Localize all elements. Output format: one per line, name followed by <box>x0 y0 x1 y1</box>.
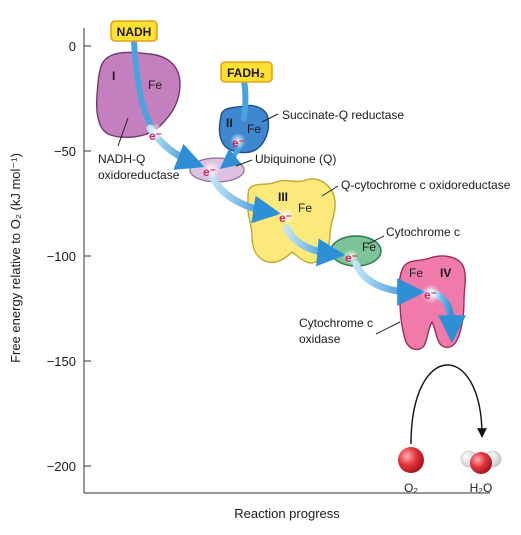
electron-label-6: e⁻ <box>424 288 437 302</box>
oxygen-sphere <box>398 447 424 473</box>
water-molecule: H₂O <box>460 450 502 495</box>
nadh-box: NADH <box>110 20 158 42</box>
electron-glow-5 <box>343 249 359 265</box>
electron-label-1: e⁻ <box>149 129 162 143</box>
water-label: H₂O <box>470 481 493 495</box>
water-oxygen-sphere <box>470 452 492 474</box>
axes: 0 −50 −100 −150 −200 Free energy relativ… <box>8 28 490 521</box>
callout-cytochrome-c <box>367 235 385 245</box>
electron-glow-2 <box>230 133 246 149</box>
complex-3-label: Q-cytochrome c oxidoreductase <box>341 178 511 192</box>
electron-glow-4 <box>277 207 295 225</box>
electron-label-3: e⁻ <box>203 165 216 179</box>
electron-glow-3 <box>202 161 220 179</box>
ubiquinone-label: Ubiquinone (Q) <box>255 152 336 166</box>
oxygen-label: O₂ <box>404 481 418 495</box>
complex-3-numeral: III <box>278 190 288 204</box>
electron-markers: e⁻ e⁻ e⁻ e⁻ e⁻ e⁻ <box>147 123 441 304</box>
y-tick-label-150: −150 <box>47 354 76 369</box>
callout-complex-2 <box>261 113 279 123</box>
complex-1-iron-label: Fe <box>148 78 162 92</box>
oxygen-molecule: O₂ <box>398 447 424 495</box>
complex-labels: NADH-Q oxidoreductase Succinate-Q reduct… <box>98 108 511 346</box>
flow-arrow-nadh <box>131 37 153 127</box>
y-axis-label: Free energy relative to O₂ (kJ mol⁻¹) <box>8 153 23 363</box>
y-tick-label-200: −200 <box>47 459 76 474</box>
nadh-label: NADH <box>117 25 152 39</box>
callout-ubiquinone <box>235 159 253 167</box>
callout-complex-3 <box>321 185 339 197</box>
nadh-box-rect <box>110 20 158 42</box>
callout-complex-4 <box>375 321 401 335</box>
callout-lines <box>117 113 401 335</box>
y-tick-label-50: −50 <box>54 144 76 159</box>
cytochrome-c-iron-label: Fe <box>362 240 376 254</box>
flow-arrow-fadh2 <box>241 77 249 121</box>
electron-label-4: e⁻ <box>279 211 292 225</box>
y-tick-label-0: 0 <box>69 39 76 54</box>
flow-arrow-q-to-complex3 <box>209 174 282 224</box>
cytochrome-c-label: Cytochrome c <box>386 225 460 239</box>
complex-1-label-line1: NADH-Q <box>98 152 145 166</box>
complex-3-iron-label: Fe <box>298 201 312 215</box>
fadh2-label: FADH₂ <box>227 66 265 80</box>
electron-label-5: e⁻ <box>345 251 358 265</box>
complex-4-label-line2: oxidase <box>299 332 341 346</box>
complex-2-numeral: II <box>226 116 233 130</box>
complex-2-label: Succinate-Q reductase <box>282 108 404 122</box>
complex-1-numeral: I <box>112 69 115 83</box>
complex-4-label-line1: Cytochrome c <box>299 316 373 330</box>
y-tick-label-100: −100 <box>47 249 76 264</box>
electron-glow-6 <box>421 284 441 304</box>
complex-4-numeral: IV <box>440 266 451 280</box>
electron-label-2: e⁻ <box>232 136 245 150</box>
complex-4-iron-label: Fe <box>409 266 423 280</box>
fadh2-box: FADH₂ <box>220 61 273 83</box>
complex-1-label-line2: oxidoreductase <box>98 168 180 182</box>
fadh2-box-rect <box>220 61 273 83</box>
electron-glow-1 <box>147 123 165 141</box>
complex-2-iron-label: Fe <box>247 122 261 136</box>
x-axis-label: Reaction progress <box>234 506 340 521</box>
callout-complex-1 <box>117 117 129 147</box>
reaction-arc <box>410 364 487 445</box>
flow-arrow-cytc-to-complex4 <box>352 260 426 306</box>
flow-arrow-complex3-to-cytc <box>283 224 346 267</box>
